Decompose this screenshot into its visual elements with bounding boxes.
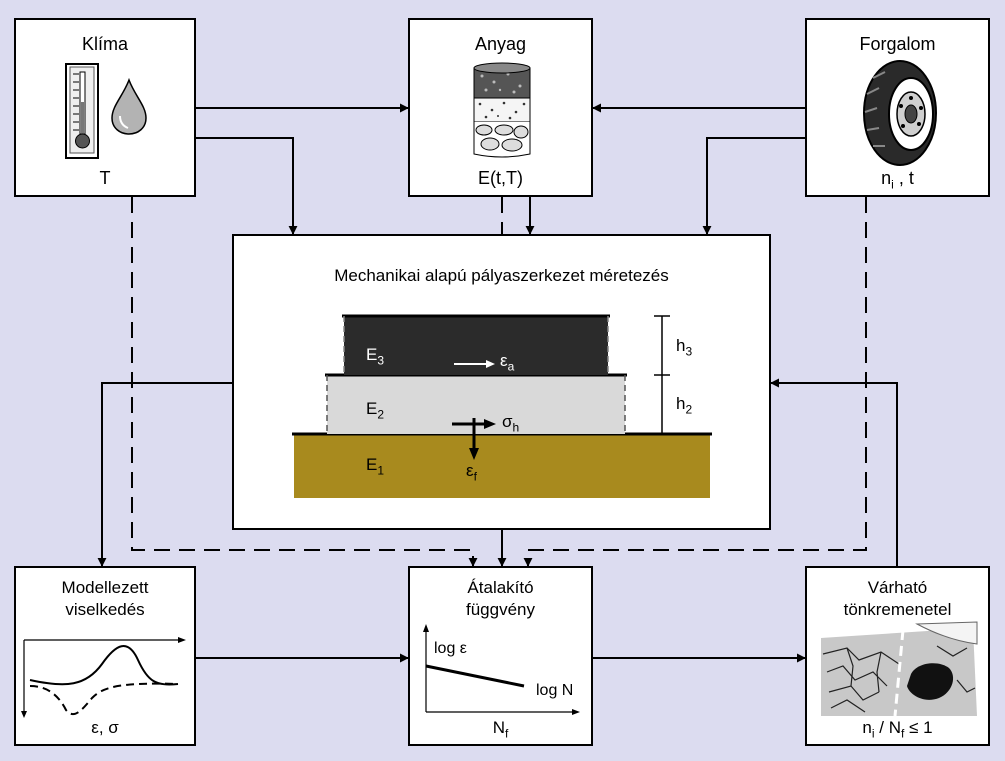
h2-label: h2	[676, 394, 693, 417]
eps-f-label: εf	[466, 461, 477, 484]
anyag-variable: E(t,T)	[478, 168, 523, 188]
varhato-formula: ni / Nf ≤ 1	[862, 718, 933, 741]
varhato-title-line1: Várható	[867, 578, 928, 597]
center-title: Mechanikai alapú pályaszerkezet méretezé…	[334, 266, 669, 285]
anyag-box: Anyag E(t,T)	[408, 18, 593, 197]
center-design-box: Mechanikai alapú pályaszerkezet méretezé…	[232, 234, 771, 530]
klima-title: Klíma	[81, 34, 128, 54]
asphalt-layer	[344, 316, 608, 375]
tire-icon	[863, 60, 937, 166]
modell-title-line2: viselkedés	[65, 600, 145, 619]
forgalom-variable: ni , t	[881, 168, 914, 192]
varhato-box: Várható tönkremenetel ni / Nf ≤ 1	[805, 566, 990, 746]
eps-a-label: εa	[500, 351, 515, 374]
atalakito-ylabel: log ε	[434, 640, 467, 657]
atalakito-title-line1: Átalakító	[467, 578, 534, 597]
sigma-h-label: σh	[502, 412, 520, 435]
water-drop-icon	[111, 78, 147, 135]
forgalom-title: Forgalom	[859, 34, 936, 54]
cracked-pavement-icon	[821, 621, 978, 717]
atalakito-xlabel: log N	[536, 682, 574, 699]
response-curve-icon	[21, 637, 186, 718]
varhato-title-line2: tönkremenetel	[843, 600, 952, 619]
modell-box: Modellezett viselkedés ε, σ	[14, 566, 196, 746]
modell-title-line1: Modellezett	[61, 578, 149, 597]
thermometer-icon	[65, 63, 99, 159]
fatigue-function-chart	[423, 624, 580, 715]
e1-label: E1	[366, 455, 385, 478]
subgrade-layer	[294, 434, 710, 498]
h3-label: h3	[676, 336, 693, 359]
atalakito-variable: Nf	[492, 718, 509, 741]
atalakito-title-line2: függvény	[466, 600, 535, 619]
anyag-title: Anyag	[474, 34, 527, 54]
pavement-structure-figure	[292, 314, 712, 498]
atalakito-box: Átalakító függvény log ε log N Nf	[408, 566, 593, 746]
klima-box: Klíma T	[14, 18, 196, 197]
modell-variable: ε, σ	[91, 718, 119, 737]
klima-variable: T	[99, 168, 111, 188]
forgalom-box: Forgalom ni , t	[805, 18, 990, 197]
e3-label: E3	[366, 345, 385, 368]
e2-label: E2	[366, 399, 385, 422]
material-sample-icon	[473, 62, 531, 158]
